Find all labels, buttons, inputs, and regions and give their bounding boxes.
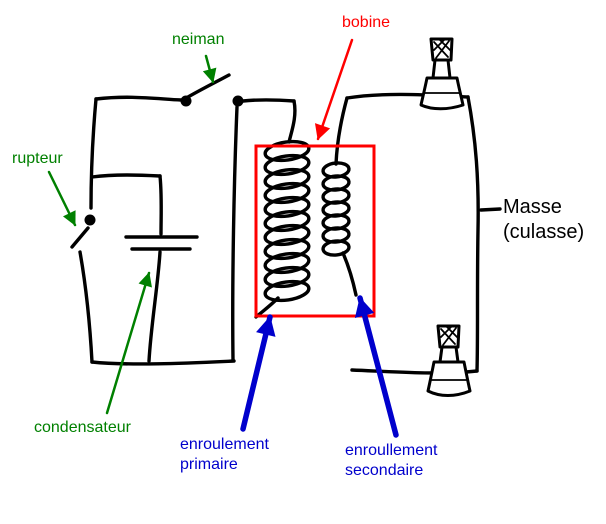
neiman-arrow (202, 54, 217, 84)
label-secondaire-line2: secondaire (345, 462, 424, 479)
primary-winding-arrow (240, 314, 276, 432)
neiman-switch (180, 73, 297, 144)
spark-plug-bottom (426, 324, 472, 397)
label-masse-line1: Masse (503, 196, 562, 218)
condensateur-symbol (90, 173, 199, 363)
secondary-winding-arrow (354, 295, 399, 438)
label-condensateur: condensateur (34, 419, 131, 436)
spark-plug-top (419, 37, 465, 111)
rupteur-contact-dot (84, 214, 96, 226)
label-masse-culasse: Masse (culasse) (503, 195, 584, 245)
secondary-winding (321, 96, 358, 297)
condensateur-arrow (105, 271, 152, 415)
primary-winding (254, 139, 311, 319)
label-enroulement-primaire: enroulement primaire (180, 435, 269, 475)
label-masse-line2: (culasse) (503, 221, 585, 243)
label-primaire-line2: primaire (180, 456, 238, 473)
rupteur-arrow (47, 170, 77, 227)
masse-connection-tick (479, 207, 502, 212)
label-neiman: neiman (172, 31, 225, 48)
neiman-right-contact-dot (232, 95, 244, 107)
bobine-outline-box (254, 144, 376, 318)
label-secondaire-line1: enroullement (345, 442, 438, 459)
bobine-arrow (314, 38, 354, 141)
label-enroullement-secondaire: enroullement secondaire (345, 441, 438, 481)
label-rupteur: rupteur (12, 150, 63, 167)
left-loop-wiring (78, 95, 239, 366)
rupteur-switch (70, 214, 96, 249)
label-primaire-line1: enroulement (180, 436, 269, 453)
label-bobine: bobine (342, 14, 391, 31)
